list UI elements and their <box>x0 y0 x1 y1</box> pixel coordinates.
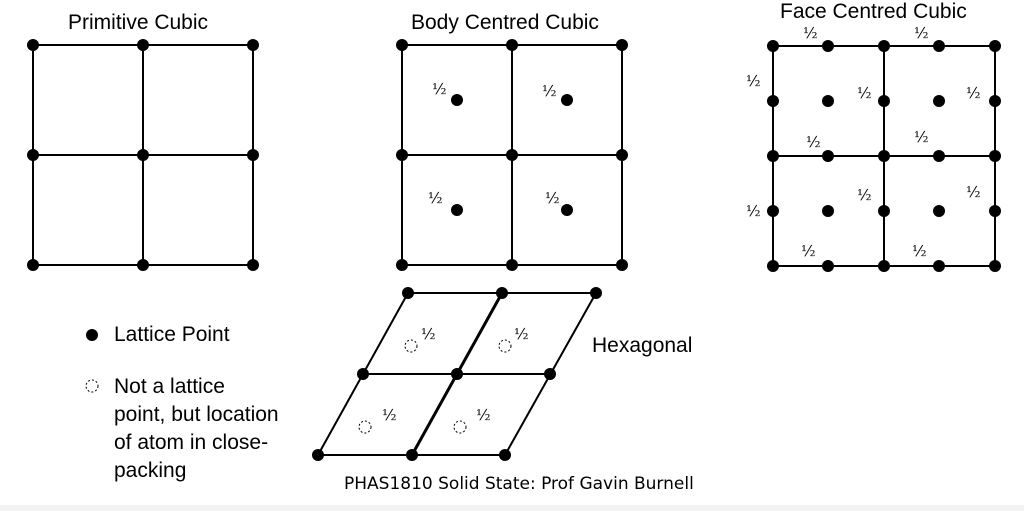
half-label: ½ <box>382 406 397 424</box>
half-label: ½ <box>746 202 761 220</box>
primitive-cubic-points <box>27 39 259 271</box>
half-label: ½ <box>746 72 761 90</box>
legend-line: Not a lattice <box>114 375 225 398</box>
legend-lattice-point: Lattice Point <box>114 323 230 346</box>
half-label: ½ <box>428 189 443 207</box>
hexagonal-half-labels: ½ ½ ½ ½ <box>382 325 529 424</box>
footer-credit: PHAS1810 Solid State: Prof Gavin Burnell <box>344 474 694 494</box>
legend-not-lattice-point: Not a lattice point, but location of ato… <box>114 373 279 485</box>
lattice-point-legend-icon <box>86 329 98 341</box>
half-label: ½ <box>542 82 557 100</box>
bcc-body-points <box>451 94 573 216</box>
half-label: ½ <box>914 24 929 42</box>
title-face-centred-cubic: Face Centred Cubic <box>780 0 967 23</box>
half-label: ½ <box>421 325 436 343</box>
not-lattice-point-legend-icon <box>85 379 99 393</box>
legend-line: point, but location <box>114 403 279 426</box>
half-label: ½ <box>914 128 929 146</box>
half-label: ½ <box>545 189 560 207</box>
half-label: ½ <box>514 325 529 343</box>
half-label: ½ <box>801 242 816 260</box>
half-label: ½ <box>806 133 821 151</box>
bottom-divider <box>0 505 1024 511</box>
half-label: ½ <box>432 80 447 98</box>
title-primitive-cubic: Primitive Cubic <box>68 11 209 34</box>
title-body-centred-cubic: Body Centred Cubic <box>411 11 599 34</box>
title-hexagonal: Hexagonal <box>592 334 693 357</box>
half-label: ½ <box>966 183 981 201</box>
hexagonal-points <box>312 287 602 461</box>
half-label: ½ <box>966 84 981 102</box>
half-label: ½ <box>857 186 872 204</box>
half-label: ½ <box>912 242 927 260</box>
fcc-corner-points <box>767 40 1001 272</box>
legend-line: packing <box>114 459 187 482</box>
bcc-corner-points <box>396 39 628 271</box>
legend-line: of atom in close- <box>114 431 269 454</box>
fcc-half-labels: ½ ½ ½ ½ ½ ½ ½ ½ ½ ½ ½ ½ <box>746 24 981 260</box>
hexagonal-close-packing-sites <box>358 339 512 434</box>
half-label: ½ <box>857 84 872 102</box>
bcc-half-labels: ½ ½ ½ ½ <box>428 80 560 207</box>
half-label: ½ <box>476 406 491 424</box>
half-label: ½ <box>803 24 818 42</box>
fcc-face-points <box>767 40 1001 272</box>
